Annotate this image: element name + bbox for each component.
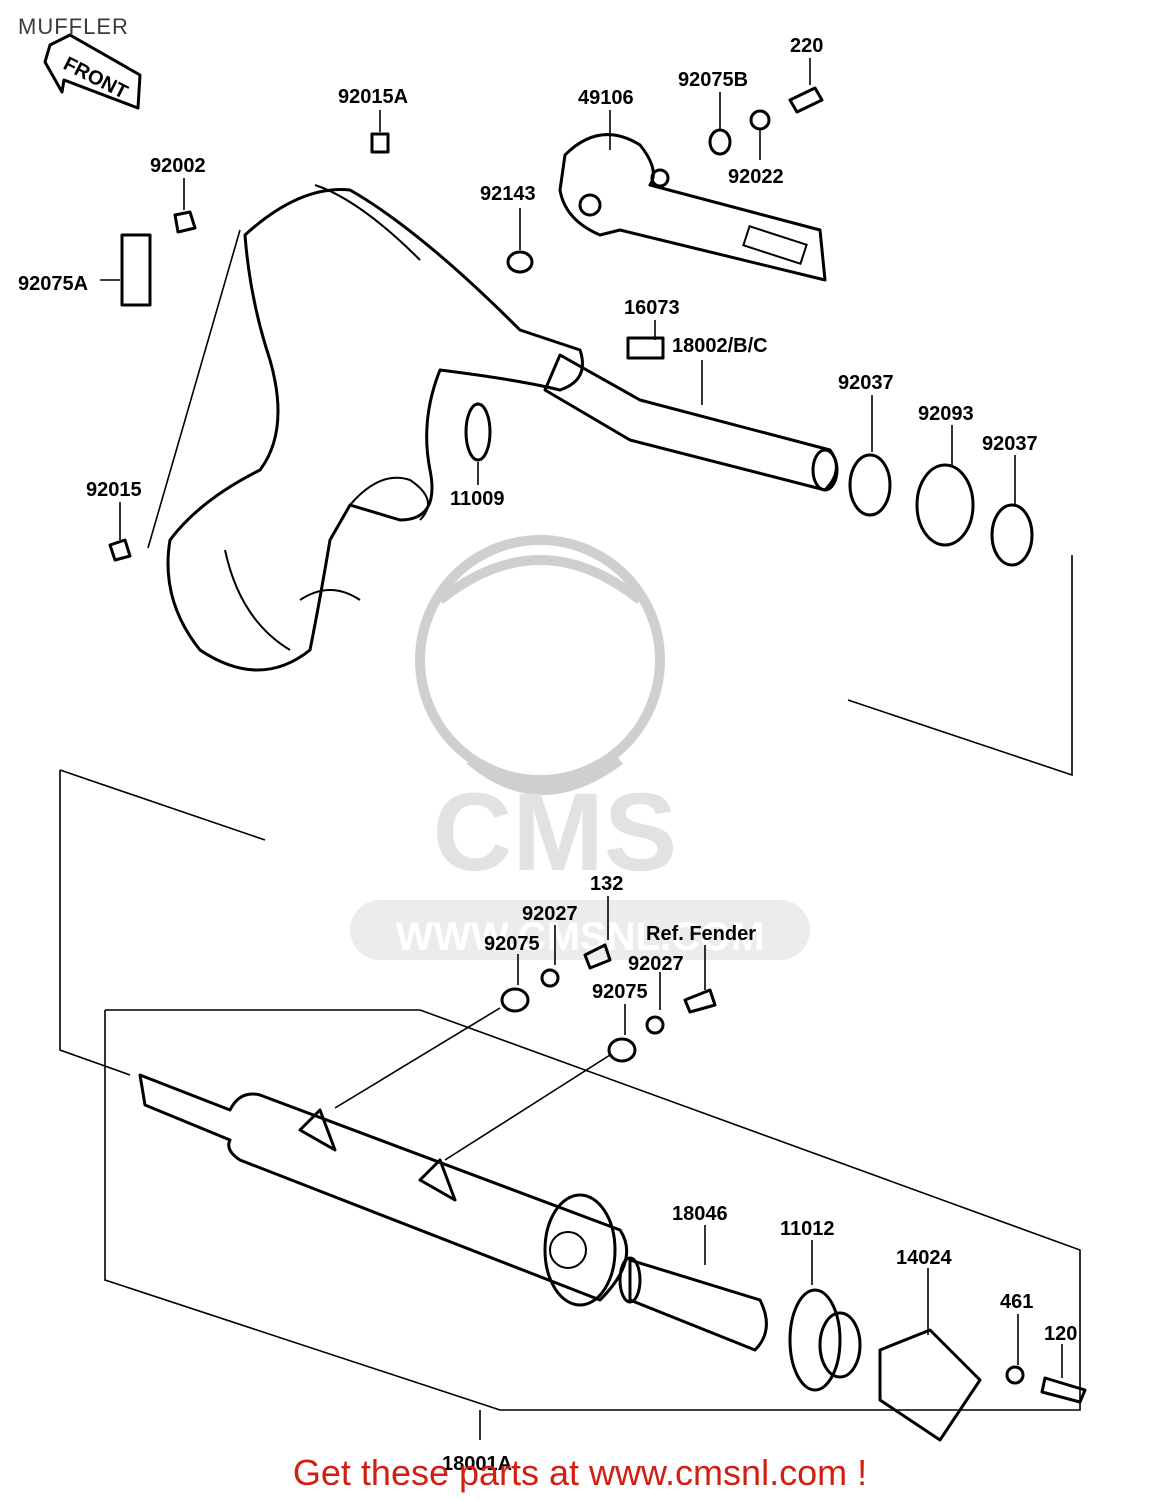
heat-guard-49106 — [558, 133, 827, 282]
label-92075A: 92075A — [18, 273, 88, 295]
clamp-92037-b — [990, 503, 1034, 567]
hardware — [108, 86, 1034, 567]
label-18046: 18046 — [672, 1203, 728, 1225]
joint-92093 — [915, 463, 975, 547]
front-arrow-icon: FRONT — [43, 33, 142, 110]
label-11009: 11009 — [450, 488, 505, 510]
label-92037-b: 92037 — [982, 433, 1038, 455]
label-461: 461 — [1000, 1291, 1033, 1313]
label-18002: 18002/B/C — [672, 335, 768, 357]
label-92002: 92002 — [150, 155, 206, 177]
page-title: MUFFLER — [18, 14, 129, 39]
label-18001: 18001A — [442, 1453, 512, 1475]
watermark-brand: CMS — [433, 771, 677, 894]
label-220: 220 — [790, 35, 823, 57]
silencer-internals — [618, 1256, 1087, 1442]
leader-lines — [59, 58, 1081, 1440]
label-92075B: 92075B — [678, 69, 748, 91]
watermark-url: WWW.CMSNL.COM — [396, 915, 765, 959]
label-49106: 49106 — [578, 87, 634, 109]
label-92015A: 92015A — [338, 86, 408, 108]
rubber-16073 — [626, 336, 665, 360]
label-132: 132 — [590, 873, 623, 895]
label-92037-a: 92037 — [838, 372, 894, 394]
label-92022: 92022 — [728, 166, 784, 188]
label-92075-b: 92075 — [592, 981, 648, 1003]
front-label: FRONT — [60, 53, 131, 104]
label-92015: 92015 — [86, 479, 142, 501]
label-92143: 92143 — [480, 183, 536, 205]
tailpipe-18002 — [543, 336, 839, 492]
label-14024: 14024 — [896, 1247, 952, 1269]
cms-watermark: CMS WWW.CMSNL.COM — [350, 535, 810, 960]
label-92075-a: 92075 — [484, 933, 540, 955]
part-labels: 220 92075B 49106 92022 92015A 92002 9214… — [18, 35, 1077, 1475]
label-11012: 11012 — [780, 1218, 835, 1240]
label-120: 120 — [1044, 1323, 1077, 1345]
gasket-11009 — [464, 402, 492, 462]
label-92027-b: 92027 — [628, 953, 684, 975]
silencer-18001 — [138, 943, 717, 1307]
label-16073: 16073 — [624, 297, 680, 319]
label-92093: 92093 — [918, 403, 974, 425]
expansion-chamber — [166, 184, 584, 672]
clamp-92037-a — [848, 453, 892, 517]
reference-note: Ref. Fender — [646, 923, 756, 945]
label-92027-a: 92027 — [522, 903, 578, 925]
footer-shop-link[interactable]: Get these parts at www.cmsnl.com ! — [292, 1452, 868, 1493]
